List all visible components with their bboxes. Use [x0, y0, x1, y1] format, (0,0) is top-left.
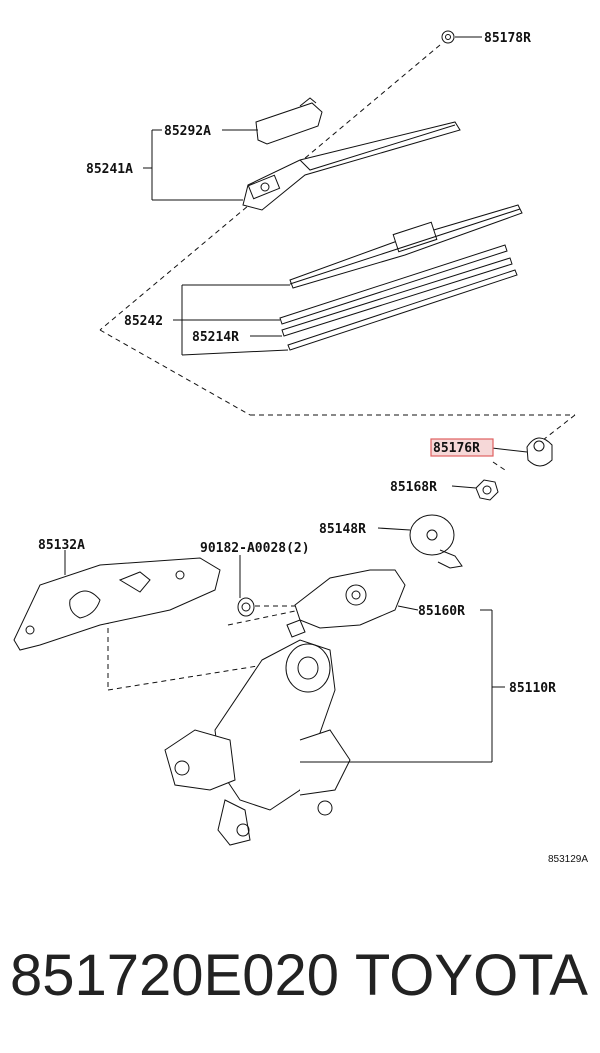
leader-85110r	[300, 609, 505, 763]
pivot-85160r	[286, 569, 419, 638]
label-85292a: 85292A	[164, 124, 211, 139]
caption-part-number: 851720E020	[10, 942, 339, 1008]
assembly-dashed-outline	[99, 44, 576, 471]
parts-diagram: 85178R 85292A 85241A 85242 85214R 85176R…	[13, 30, 588, 865]
label-85176r: 85176R	[433, 441, 480, 456]
wiper-blade-85242	[289, 204, 523, 289]
label-85168r: 85168R	[390, 480, 437, 495]
label-85132a: 85132A	[38, 538, 85, 553]
washer-85148r	[377, 514, 463, 569]
caption-bar: 851720E020 TOYOTA	[0, 935, 600, 1015]
grommet-90182	[237, 555, 255, 617]
label-90182-a0028: 90182-A0028(2)	[200, 541, 310, 556]
cap-85176r	[491, 437, 553, 467]
label-85242: 85242	[124, 314, 163, 329]
label-85148r: 85148R	[319, 522, 366, 537]
nut-85168r	[451, 479, 499, 501]
rear-cover-85132a	[13, 550, 221, 651]
caption-brand: TOYOTA	[354, 942, 588, 1008]
motor-85110r	[164, 639, 351, 846]
leader-85242	[173, 284, 290, 356]
cap-85292a	[255, 97, 323, 145]
label-85214r: 85214R	[192, 330, 239, 345]
nut-85178r	[441, 30, 482, 44]
label-85110r: 85110R	[509, 681, 556, 696]
label-85178r: 85178R	[484, 31, 531, 46]
highlight-85176r	[430, 438, 494, 457]
label-85160r: 85160R	[418, 604, 465, 619]
wiper-arm-85241a	[242, 121, 461, 211]
refill-85214r	[279, 244, 518, 351]
label-85241a: 85241A	[86, 162, 133, 177]
leader-85241a	[143, 129, 258, 201]
diagram-reference-code: 853129A	[548, 854, 588, 865]
